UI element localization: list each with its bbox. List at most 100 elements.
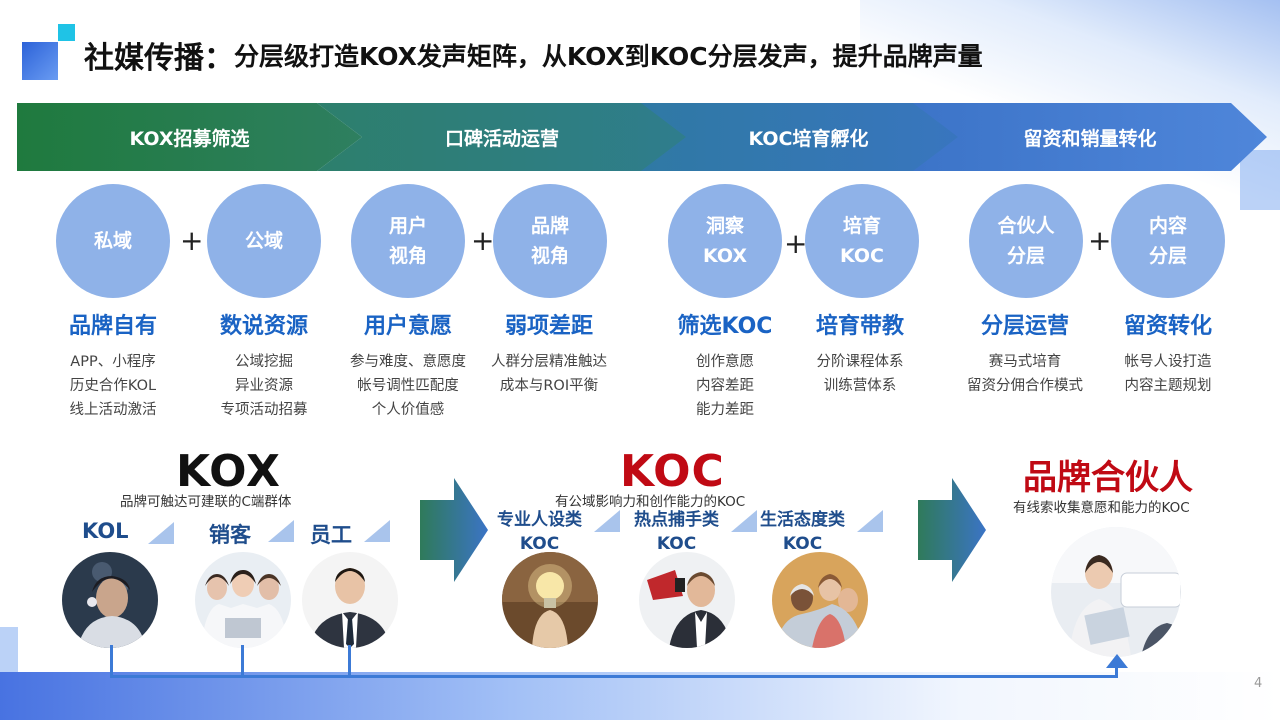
role-kol: KOL — [82, 519, 129, 543]
stage-label: KOX招募筛选 — [129, 127, 250, 150]
role-line: 热点捕手类 — [634, 510, 719, 530]
page-number: 4 — [1254, 676, 1263, 691]
koc-type-professional: 专业人设类 KOC — [497, 508, 582, 556]
circle-text: 内容 — [1148, 215, 1187, 237]
circle-cultivate-koc: 培育 KOC — [805, 184, 919, 298]
connector-line — [1115, 666, 1118, 678]
desc-line: 专项活动招募 — [220, 402, 308, 418]
circle-user-perspective: 用户视角 — [351, 184, 465, 298]
circle-partner-tier: 合伙人分层 — [969, 184, 1083, 298]
title-logo-square — [22, 42, 58, 80]
category-desc: 赛马式培育 留资分佣合作模式 — [935, 350, 1115, 398]
circle-text: 培育 — [842, 215, 881, 237]
role-line: KOC — [656, 534, 697, 554]
page-title: 社媒传播： 分层级打造KOX发声矩阵，从KOX到KOC分层发声，提升品牌声量 — [84, 32, 983, 78]
role-line: 生活态度类 — [760, 510, 845, 530]
circle-private-domain: 私域 — [56, 184, 170, 298]
category-desc: 参与难度、意愿度 帐号调性匹配度 个人价值感 — [318, 350, 498, 422]
stage-flow: KOX招募筛选 口碑活动运营 KOC培育孵化 留资和销量转化 — [17, 103, 1267, 171]
role-sales: 销客 — [209, 523, 251, 547]
desc-line: 异业资源 — [235, 378, 293, 394]
flow-arrow-icon — [420, 478, 488, 582]
stage-2: 口碑活动运营 — [317, 103, 687, 171]
desc-line: 成本与ROI平衡 — [499, 378, 599, 394]
stage-1: KOX招募筛选 — [17, 103, 362, 171]
category-desc: APP、小程序 历史合作KOL 线上活动激活 — [23, 350, 203, 422]
desc-line: 创作意愿 — [696, 354, 754, 370]
stage-label: KOC培育孵化 — [748, 127, 869, 150]
category-title: 培育带教 — [815, 314, 904, 339]
circle-text: 洞察 — [705, 215, 744, 237]
circle-text: 分层 — [1148, 245, 1187, 267]
desc-line: APP、小程序 — [70, 354, 156, 370]
desc-line: 个人价值感 — [371, 402, 445, 418]
category-title: 筛选KOC — [677, 314, 773, 339]
title-logo-accent — [58, 24, 75, 41]
circle-text: 用户 — [388, 215, 427, 237]
circle-text: KOC — [840, 245, 884, 267]
desc-line: 帐号人设打造 — [1124, 354, 1212, 370]
stage-label: 口碑活动运营 — [444, 127, 559, 150]
circle-text: 品牌 — [530, 215, 569, 237]
desc-line: 参与难度、意愿度 — [350, 354, 466, 370]
lifestyle-koc-photo — [772, 552, 868, 648]
circle-insight-kox: 洞察 KOX — [668, 184, 782, 298]
role-line: KOC — [782, 534, 823, 554]
desc-line: 历史合作KOL — [69, 378, 157, 394]
role-line: KOC — [519, 534, 560, 554]
desc-line: 内容主题规划 — [1124, 378, 1212, 394]
kox-heading: KOX — [176, 446, 281, 497]
circle-text: 分层 — [1006, 245, 1045, 267]
role-line: 专业人设类 — [497, 510, 582, 530]
category-title: 数说资源 — [219, 314, 308, 339]
circle-content-tier: 内容分层 — [1111, 184, 1225, 298]
koc-type-trend: 热点捕手类 KOC — [634, 508, 719, 556]
kox-subtitle: 品牌可触达可建联的C端群体 — [120, 494, 292, 510]
kol-photo — [62, 552, 158, 648]
desc-line: 分阶课程体系 — [816, 354, 904, 370]
triangle-icon — [268, 520, 294, 542]
desc-line: 能力差距 — [696, 402, 754, 418]
triangle-icon — [857, 510, 883, 532]
title-main: 社媒传播： — [84, 41, 234, 76]
connector-line — [110, 675, 1118, 678]
sales-photo — [195, 552, 291, 648]
partner-photo — [1051, 527, 1181, 657]
arrow-up-icon — [1106, 654, 1128, 668]
koc-subtitle: 有公域影响力和创作能力的KOC — [555, 494, 746, 510]
decorative-gradient-bottom — [0, 672, 1280, 720]
category-title: 品牌自有 — [68, 314, 157, 339]
triangle-icon — [148, 522, 174, 544]
circle-public-domain: 公域 — [207, 184, 321, 298]
decorative-block-left — [0, 627, 18, 672]
circle-text: KOX — [703, 245, 747, 267]
connector-line — [110, 645, 113, 677]
desc-line: 公域挖掘 — [235, 354, 293, 370]
desc-line: 内容差距 — [696, 378, 754, 394]
category-title: 分层运营 — [980, 314, 1069, 339]
connector-line — [241, 645, 244, 677]
plus-icon: + — [1088, 224, 1112, 257]
circle-text: 私域 — [93, 230, 132, 252]
category-desc: 帐号人设打造 内容主题规划 — [1078, 350, 1258, 398]
circle-text: 合伙人 — [997, 215, 1055, 237]
circle-brand-perspective: 品牌视角 — [493, 184, 607, 298]
circle-text: 视角 — [530, 245, 569, 267]
category-desc: 公域挖掘 异业资源 专项活动招募 — [174, 350, 354, 422]
category-title: 弱项差距 — [504, 314, 593, 339]
plus-icon: + — [180, 224, 204, 257]
plus-icon: + — [471, 224, 495, 257]
category-title: 用户意愿 — [363, 314, 452, 339]
category-title: 留资转化 — [1123, 314, 1212, 339]
decorative-block-right — [1240, 150, 1280, 210]
desc-line: 赛马式培育 — [988, 354, 1062, 370]
desc-line: 留资分佣合作模式 — [967, 378, 1083, 394]
category-desc: 分阶课程体系 训练营体系 — [770, 350, 950, 398]
plus-icon: + — [784, 227, 808, 260]
connector-line — [348, 645, 351, 677]
triangle-icon — [364, 520, 390, 542]
koc-heading: KOC — [620, 446, 725, 497]
triangle-icon — [594, 510, 620, 532]
circle-text: 公域 — [244, 230, 283, 252]
stage-4: 留资和销量转化 — [913, 103, 1267, 171]
